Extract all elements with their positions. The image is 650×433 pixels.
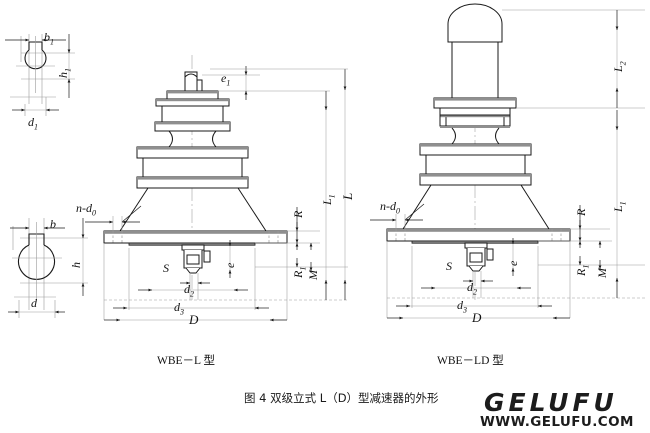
- label-R1-right: R1: [574, 264, 591, 276]
- label-h: h: [69, 262, 83, 268]
- label-R-left: R: [291, 210, 305, 218]
- label-b1: b1: [44, 30, 54, 47]
- figure-caption: 图 4 双级立式 L（D）型减速器的外形: [244, 391, 439, 405]
- right-elevation-view: [370, 3, 645, 320]
- label-e-left: e: [223, 262, 237, 268]
- label-D-right: D: [472, 310, 482, 325]
- detail-shaft-section-small: [5, 34, 75, 116]
- label-n-d0-left: n-d0: [76, 201, 96, 218]
- label-d2-right: d2: [467, 280, 477, 297]
- label-d: d: [31, 296, 37, 310]
- label-h1: h1: [56, 68, 73, 78]
- label-L-left: L: [340, 192, 355, 200]
- label-e1-left: e1: [221, 71, 231, 88]
- label-S-right: S: [446, 259, 452, 273]
- label-M-left: M: [306, 270, 320, 280]
- left-elevation-view: [85, 55, 348, 322]
- label-e-right: e: [506, 260, 520, 266]
- detail-shaft-section-large: [8, 218, 88, 318]
- view-title-left: WBE－L 型: [157, 355, 216, 367]
- label-n-d0-right: n-d0: [380, 199, 400, 216]
- label-d1: d1: [28, 115, 38, 132]
- watermark-brand: GELUFU: [484, 388, 618, 417]
- label-D-left: D: [189, 312, 199, 327]
- label-d3-right: d3: [457, 298, 467, 315]
- label-S-left: S: [163, 261, 169, 275]
- label-b: b: [50, 217, 56, 231]
- label-L1-left: L1: [320, 194, 337, 205]
- right-output-shaft: [411, 240, 539, 272]
- label-R-right: R: [574, 208, 588, 216]
- label-d2-left: d2: [184, 282, 194, 299]
- left-output-shaft: [128, 242, 256, 274]
- watermark-url: WWW.GELUFU.COM: [480, 414, 634, 430]
- label-L2-right: L2: [611, 61, 628, 72]
- label-M-right: M: [595, 268, 609, 278]
- right-motor: [447, 3, 503, 99]
- label-L1-right: L1: [611, 201, 628, 212]
- view-title-right: WBE－LD 型: [437, 355, 504, 367]
- label-d3-left: d3: [174, 300, 184, 317]
